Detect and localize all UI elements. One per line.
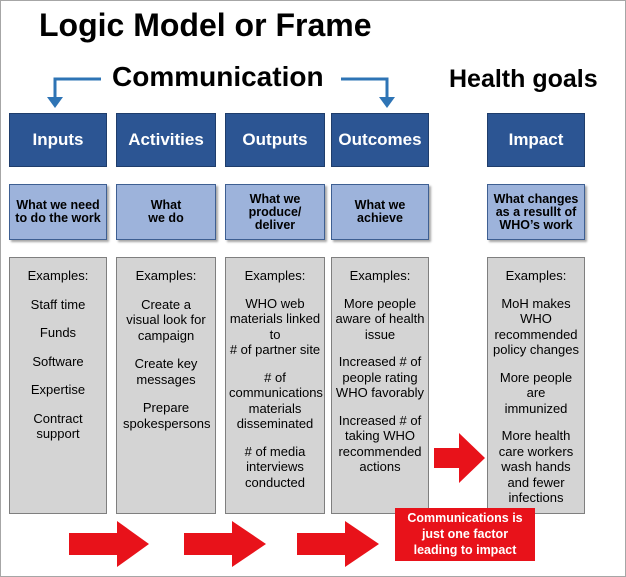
bracket-right-line bbox=[341, 77, 389, 101]
example-item: Funds bbox=[39, 325, 77, 340]
arrow-right-icon bbox=[184, 521, 266, 567]
bracket-left-line bbox=[53, 77, 101, 101]
outcomes-heading: Outcomes bbox=[331, 113, 429, 167]
subheading-line: WHO’s work bbox=[499, 217, 573, 232]
example-item: Staff time bbox=[30, 296, 86, 312]
subheading-line: What we need bbox=[16, 198, 100, 212]
impact-note-box: Communications is just one factor leadin… bbox=[395, 508, 535, 561]
slide-title: Logic Model or Frame bbox=[39, 7, 372, 43]
health-goals-label: Health goals bbox=[449, 65, 598, 93]
inputs-examples: Examples: Staff time Funds Software Expe… bbox=[9, 257, 107, 514]
inputs-heading: Inputs bbox=[9, 113, 107, 167]
examples-label: Examples: bbox=[349, 268, 411, 283]
subheading-line: What we bbox=[354, 198, 406, 212]
arrow-right-icon bbox=[297, 521, 379, 567]
bracket-right-arrowhead bbox=[379, 97, 395, 108]
subheading-line: produce/ bbox=[248, 204, 302, 219]
note-line: Communications is bbox=[407, 511, 523, 525]
subheading-line: What bbox=[150, 198, 182, 212]
subheading-line: What changes bbox=[493, 191, 579, 206]
examples-label: Examples: bbox=[27, 268, 89, 283]
note-line: just one factor bbox=[421, 527, 509, 541]
outputs-heading: Outputs bbox=[225, 113, 325, 167]
examples-label: Examples: bbox=[135, 268, 197, 283]
note-line: leading to impact bbox=[413, 543, 517, 557]
arrow-right-icon bbox=[434, 433, 485, 483]
examples-label: Examples: bbox=[505, 268, 567, 283]
examples-label: Examples: bbox=[244, 268, 306, 283]
example-item: Software bbox=[32, 353, 84, 369]
communication-label: Communication bbox=[112, 61, 324, 92]
arrow-right-icon bbox=[69, 521, 149, 567]
subheading-line: What we bbox=[249, 191, 301, 206]
subheading-line: to do the work bbox=[15, 211, 101, 225]
activities-heading: Activities bbox=[116, 113, 216, 167]
subheading-line: achieve bbox=[357, 211, 403, 225]
example-item: Expertise bbox=[30, 382, 86, 397]
subheading-line: deliver bbox=[254, 217, 296, 232]
bracket-left-arrowhead bbox=[47, 97, 63, 108]
subheading-line: as a resullt of bbox=[495, 204, 577, 219]
subheading-line: we do bbox=[148, 211, 184, 225]
impact-heading: Impact bbox=[487, 113, 585, 167]
